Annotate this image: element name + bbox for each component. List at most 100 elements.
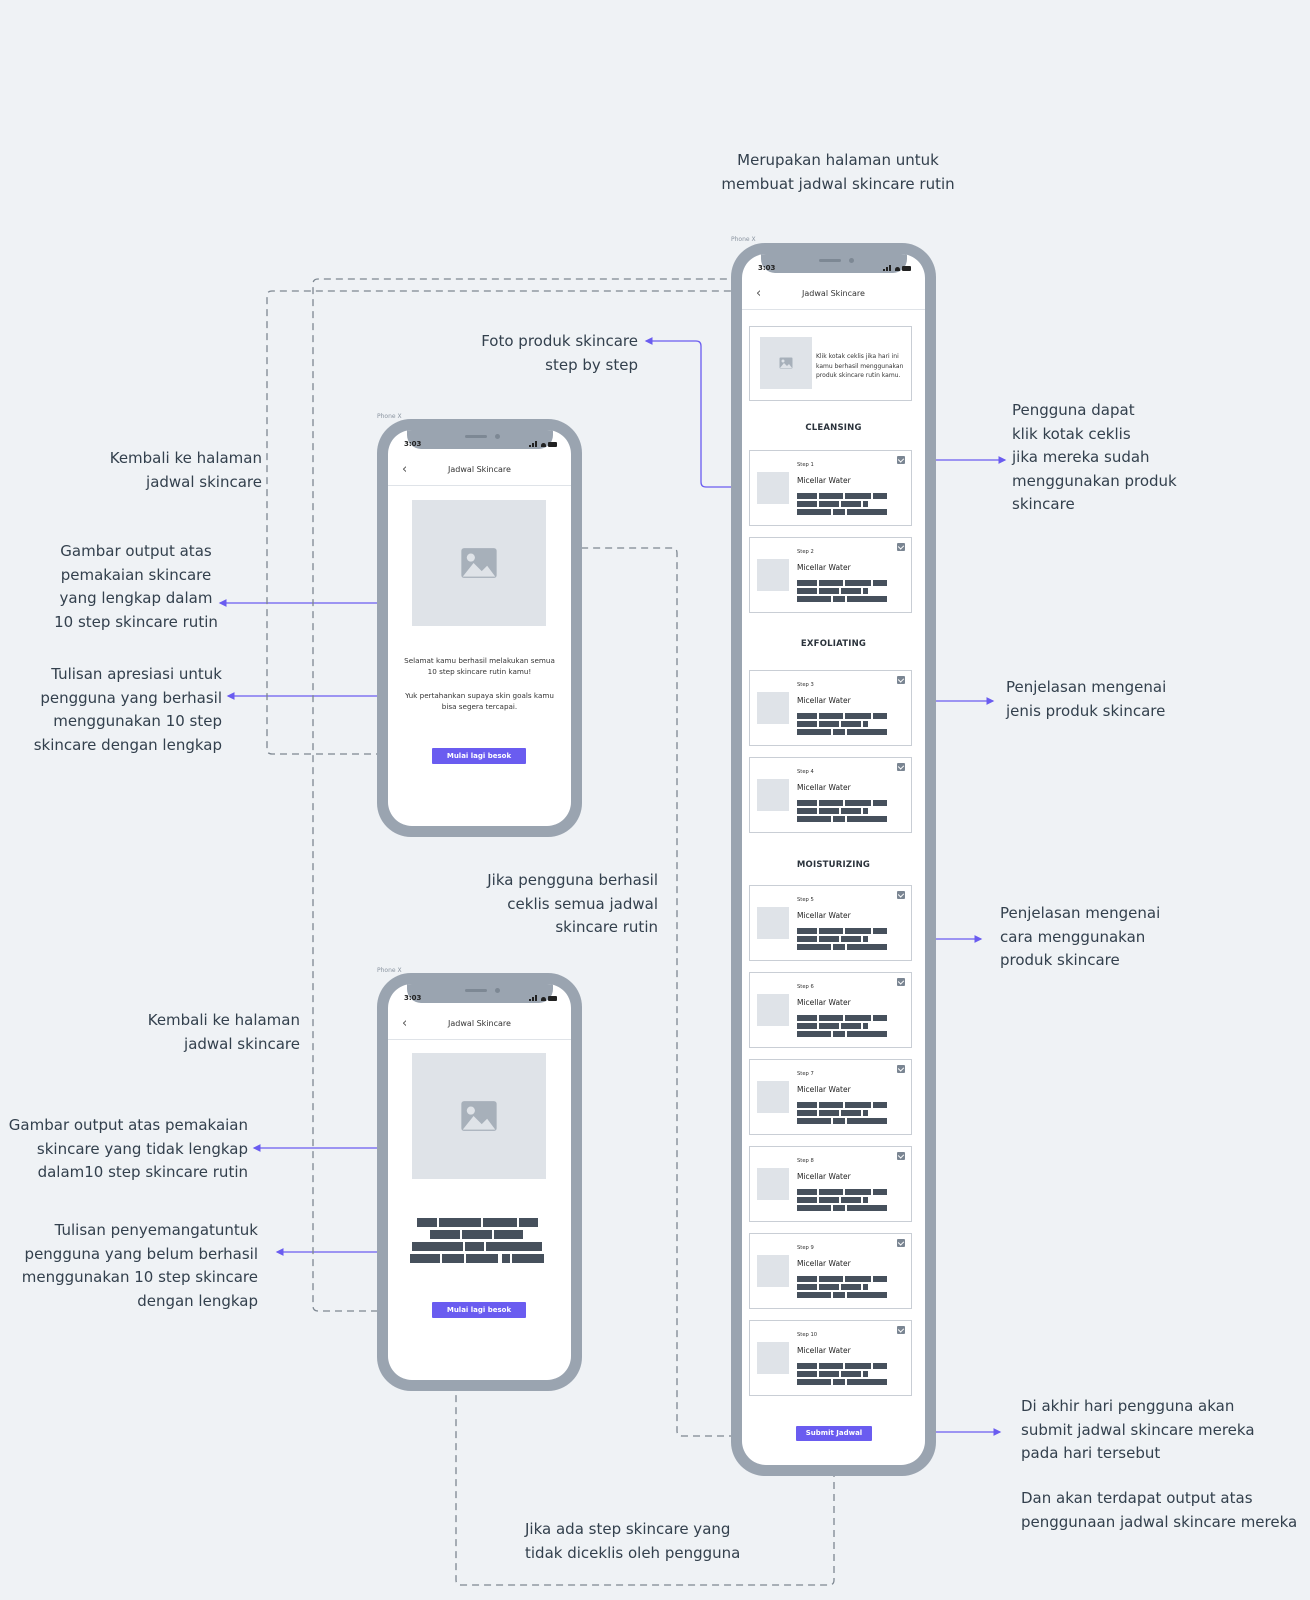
step-label: Step 3 — [797, 682, 814, 688]
step-label: Step 9 — [797, 1245, 814, 1251]
product-name: Micellar Water — [797, 998, 851, 1007]
description-text — [797, 713, 892, 737]
mulai-lagi-besok-button[interactable]: Mulai lagi besok — [432, 1302, 526, 1318]
image-icon — [779, 357, 793, 369]
checkbox[interactable] — [897, 1239, 905, 1247]
product-name: Micellar Water — [797, 911, 851, 920]
annotation-kotak-ceklis: Pengguna dapat klik kotak ceklis jika me… — [1012, 401, 1177, 513]
step-label: Step 4 — [797, 769, 814, 775]
step-card: Step 2 Micellar Water — [749, 537, 912, 613]
product-thumbnail — [757, 1081, 789, 1113]
product-name: Micellar Water — [797, 1085, 851, 1094]
frame-label-fail: Phone X — [377, 967, 402, 974]
step-card: Step 8 Micellar Water — [749, 1146, 912, 1222]
product-thumbnail — [757, 559, 789, 591]
step-card: Step 7 Micellar Water — [749, 1059, 912, 1135]
notch — [406, 984, 553, 1003]
step-label: Step 10 — [797, 1332, 818, 1338]
annotation-tidak-diceklis: Jika ada step skincare yang tidak dicekl… — [525, 1520, 741, 1562]
status-time: 3:03 — [758, 264, 776, 272]
section-title-moisturizing: MOISTURIZING — [796, 860, 871, 870]
annotation-berhasil-ceklis: Jika pengguna berhasil ceklis semua jadw… — [487, 871, 658, 936]
nav-title: Jadwal Skincare — [448, 465, 511, 474]
checkbox[interactable] — [897, 456, 905, 464]
product-name: Micellar Water — [797, 476, 851, 485]
back-icon[interactable]: ‹ — [402, 1016, 408, 1031]
status-icons — [529, 441, 557, 447]
description-text — [797, 800, 892, 824]
mulai-lagi-besok-button[interactable]: Mulai lagi besok — [432, 748, 526, 764]
intro-card: Klik kotak ceklis jika hari ini kamu ber… — [749, 326, 912, 401]
description-text — [797, 493, 892, 517]
step-label: Step 7 — [797, 1071, 814, 1077]
back-icon[interactable]: ‹ — [402, 462, 408, 477]
navbar: ‹ Jadwal Skincare — [742, 281, 925, 310]
navbar: ‹ Jadwal Skincare — [388, 457, 571, 486]
step-label: Step 1 — [797, 462, 814, 468]
status-time: 3:03 — [404, 440, 422, 448]
annotation-cara-menggunakan: Penjelasan mengenai cara menggunakan pro… — [1000, 904, 1161, 969]
screen-jadwal-skincare: 3:03 ‹ Jadwal Skincare Klik kotak ceklis… — [742, 254, 925, 1465]
product-thumbnail — [757, 692, 789, 724]
output-image-placeholder — [412, 1053, 546, 1179]
annotation-apresiasi: Tulisan apresiasi untuk pengguna yang be… — [33, 665, 222, 754]
description-text — [797, 1189, 892, 1213]
step-card: Step 9 Micellar Water — [749, 1233, 912, 1309]
intro-image-placeholder — [760, 337, 812, 389]
step-card: Step 1 Micellar Water — [749, 450, 912, 526]
step-card: Step 4 Micellar Water — [749, 757, 912, 833]
step-card: Step 3 Micellar Water — [749, 670, 912, 746]
step-label: Step 8 — [797, 1158, 814, 1164]
checkbox[interactable] — [897, 891, 905, 899]
checkbox[interactable] — [897, 978, 905, 986]
step-card: Step 6 Micellar Water — [749, 972, 912, 1048]
status-icons — [529, 995, 557, 1001]
frame-label-success: Phone X — [377, 413, 402, 420]
frame-label-main: Phone X — [731, 236, 756, 243]
description-text — [797, 1276, 892, 1300]
submit-jadwal-button[interactable]: Submit Jadwal — [796, 1426, 872, 1441]
checkbox[interactable] — [897, 1152, 905, 1160]
status-icons — [883, 265, 911, 271]
description-text — [797, 1363, 892, 1387]
description-text — [797, 580, 892, 604]
motivation-message: Yuk pertahankan supaya skin goals kamu b… — [405, 691, 554, 711]
image-icon — [461, 1101, 497, 1131]
description-text — [797, 1015, 892, 1039]
nav-title: Jadwal Skincare — [448, 1019, 511, 1028]
phone-incomplete: 3:03 ‹ Jadwal Skincare Mulai lagi besok — [377, 973, 582, 1391]
description-text — [797, 1102, 892, 1126]
phone-success: 3:03 ‹ Jadwal Skincare Selamat kamu berh… — [377, 419, 582, 837]
step-card: Step 10 Micellar Water — [749, 1320, 912, 1396]
back-icon[interactable]: ‹ — [756, 286, 762, 301]
annotation-submit: Di akhir hari pengguna akan submit jadwa… — [1021, 1397, 1255, 1462]
product-thumbnail — [757, 907, 789, 939]
section-title-cleansing: CLEANSING — [805, 423, 862, 433]
checkbox[interactable] — [897, 543, 905, 551]
annotation-jenis-produk: Penjelasan mengenai jenis produk skincar… — [1006, 678, 1167, 720]
annotation-foto-produk: Foto produk skincare step by step — [481, 332, 638, 374]
encouragement-text-placeholder — [410, 1218, 546, 1265]
annotation-kembali-1: Kembali ke halaman jadwal skincare — [109, 449, 262, 491]
annotation-output: Dan akan terdapat output atas penggunaan… — [1021, 1489, 1298, 1531]
product-name: Micellar Water — [797, 696, 851, 705]
checkbox[interactable] — [897, 1065, 905, 1073]
notch — [406, 430, 553, 449]
phone-jadwal-skincare: 3:03 ‹ Jadwal Skincare Klik kotak ceklis… — [731, 243, 936, 1476]
checkbox[interactable] — [897, 763, 905, 771]
appreciation-message: Selamat kamu berhasil melakukan semua 10… — [404, 656, 555, 676]
screen-success: 3:03 ‹ Jadwal Skincare Selamat kamu berh… — [388, 430, 571, 826]
screen-incomplete: 3:03 ‹ Jadwal Skincare Mulai lagi besok — [388, 984, 571, 1380]
description-text — [797, 928, 892, 952]
step-label: Step 2 — [797, 549, 814, 555]
annotation-penyemangat: Tulisan penyemangatuntuk pengguna yang b… — [21, 1221, 258, 1310]
annotation-gambar-lengkap: Gambar output atas pemakaian skincare ya… — [54, 542, 218, 631]
nav-title: Jadwal Skincare — [802, 289, 865, 298]
output-image-placeholder — [412, 500, 546, 626]
product-thumbnail — [757, 1168, 789, 1200]
checkbox[interactable] — [897, 1326, 905, 1334]
checkbox[interactable] — [897, 676, 905, 684]
step-card: Step 5 Micellar Water — [749, 885, 912, 961]
annotation-main-title: Merupakan halaman untuk membuat jadwal s… — [721, 151, 955, 193]
